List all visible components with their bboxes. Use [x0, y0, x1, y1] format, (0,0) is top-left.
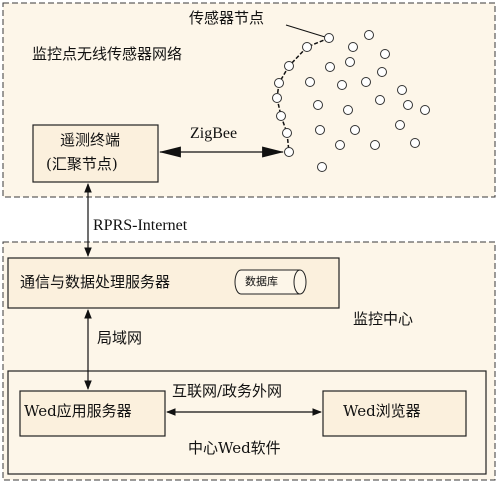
database-cylinder-icon	[234, 269, 307, 295]
sensor-node-icon	[337, 80, 347, 90]
sensor-node-icon	[315, 125, 325, 135]
sensor-node-icon	[420, 105, 430, 115]
sensor-node-icon	[276, 111, 286, 121]
sensor-node-icon	[345, 57, 355, 67]
rprs-internet-label: RPRS-Internet	[93, 217, 188, 234]
sensor-node-icon	[274, 78, 284, 88]
sensor-node-icon	[302, 42, 312, 52]
sensor-node-icon	[324, 33, 334, 43]
app-server-label: Wed应用服务器	[24, 402, 132, 420]
sensor-node-icon	[364, 30, 374, 40]
sensor-node-icon	[350, 125, 360, 135]
sensor-node-label: 传感器节点	[189, 9, 265, 27]
sensor-node-icon	[380, 49, 390, 59]
sensor-node-icon	[325, 62, 335, 72]
sensor-node-icon	[375, 95, 385, 105]
network-title: 监控点无线传感器网络	[32, 45, 183, 63]
database-label: 数据库	[245, 275, 278, 288]
sensor-node-icon	[284, 147, 294, 157]
sensor-node-icon	[377, 67, 387, 77]
terminal-label-line1: 遥测终端	[60, 131, 121, 149]
sensor-node-icon	[335, 140, 345, 150]
terminal-label-line2: (汇聚节点)	[46, 155, 118, 173]
monitoring-center-label: 监控中心	[353, 310, 414, 328]
sensor-nodes	[272, 30, 430, 172]
sensor-node-icon	[410, 138, 420, 148]
browser-box	[322, 390, 467, 437]
app-server-box	[19, 390, 166, 437]
sensor-node-icon	[397, 85, 407, 95]
internet-label: 互联网/政务外网	[172, 382, 283, 400]
node-label-pointer	[285, 24, 326, 38]
sensor-node-icon	[343, 105, 353, 115]
lan-label: 局域网	[97, 329, 143, 347]
sensor-node-icon	[305, 77, 315, 87]
sensor-node-icon	[272, 93, 282, 103]
sensor-node-icon	[317, 162, 327, 172]
server-label: 通信与数据处理服务器	[20, 273, 171, 291]
zigbee-label: ZigBee	[190, 125, 238, 142]
telemetry-terminal-box	[32, 124, 159, 183]
sensor-node-icon	[361, 77, 371, 87]
sensor-node-icon	[313, 100, 323, 110]
sensor-node-icon	[282, 128, 292, 138]
sensor-node-icon	[395, 120, 405, 130]
sensor-node-icon	[348, 42, 358, 52]
sensor-node-icon	[403, 100, 413, 110]
browser-label: Wed浏览器	[343, 402, 421, 420]
sensor-node-icon	[370, 140, 380, 150]
center-software-label: 中心Wed软件	[188, 439, 281, 457]
sensor-node-icon	[284, 61, 294, 71]
